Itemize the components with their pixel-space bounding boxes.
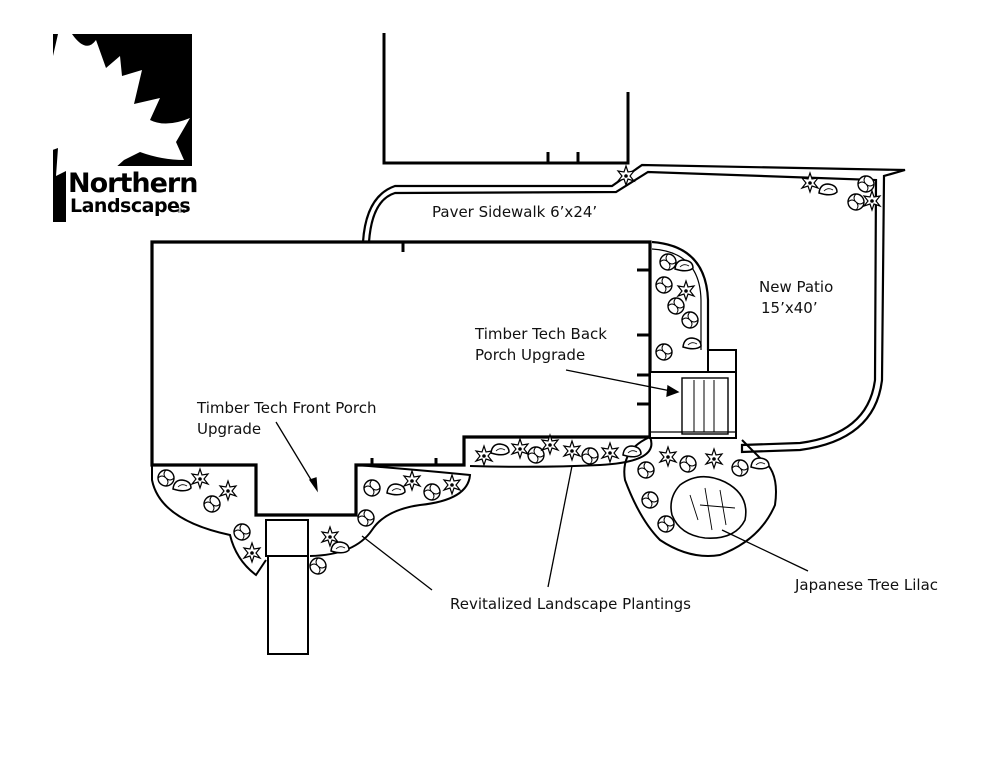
label-paver-sidewalk: Paver Sidewalk 6’x24’ [432,203,598,221]
logo-text-landscapes: Landscapes [70,195,191,217]
label-new-patio: New Patio [759,278,834,296]
label-back-porch: Timber Tech Back [475,325,607,343]
label-front-porch-upgrade: Upgrade [197,420,262,438]
label-new-patio-size: 15’x40’ [761,299,818,317]
leader-arrows [275,369,809,591]
planting-beds [151,436,777,577]
label-landscape-plantings: Revitalized Landscape Plantings [450,595,691,613]
japanese-tree-lilac [670,475,747,539]
logo-text-northern: Northern [68,168,198,199]
house-footprint [150,240,652,517]
logo-mark [18,34,192,222]
back-porch-steps [649,349,737,439]
house-ticks [370,242,650,465]
label-japanese-tree-lilac: Japanese Tree Lilac [795,576,939,594]
label-front-porch: Timber Tech Front Porch [197,399,377,417]
front-walkway [265,519,309,655]
existing-structure [382,33,630,165]
logo-text-llc: llc [178,207,186,215]
label-back-porch-upgrade: Porch Upgrade [475,346,586,364]
